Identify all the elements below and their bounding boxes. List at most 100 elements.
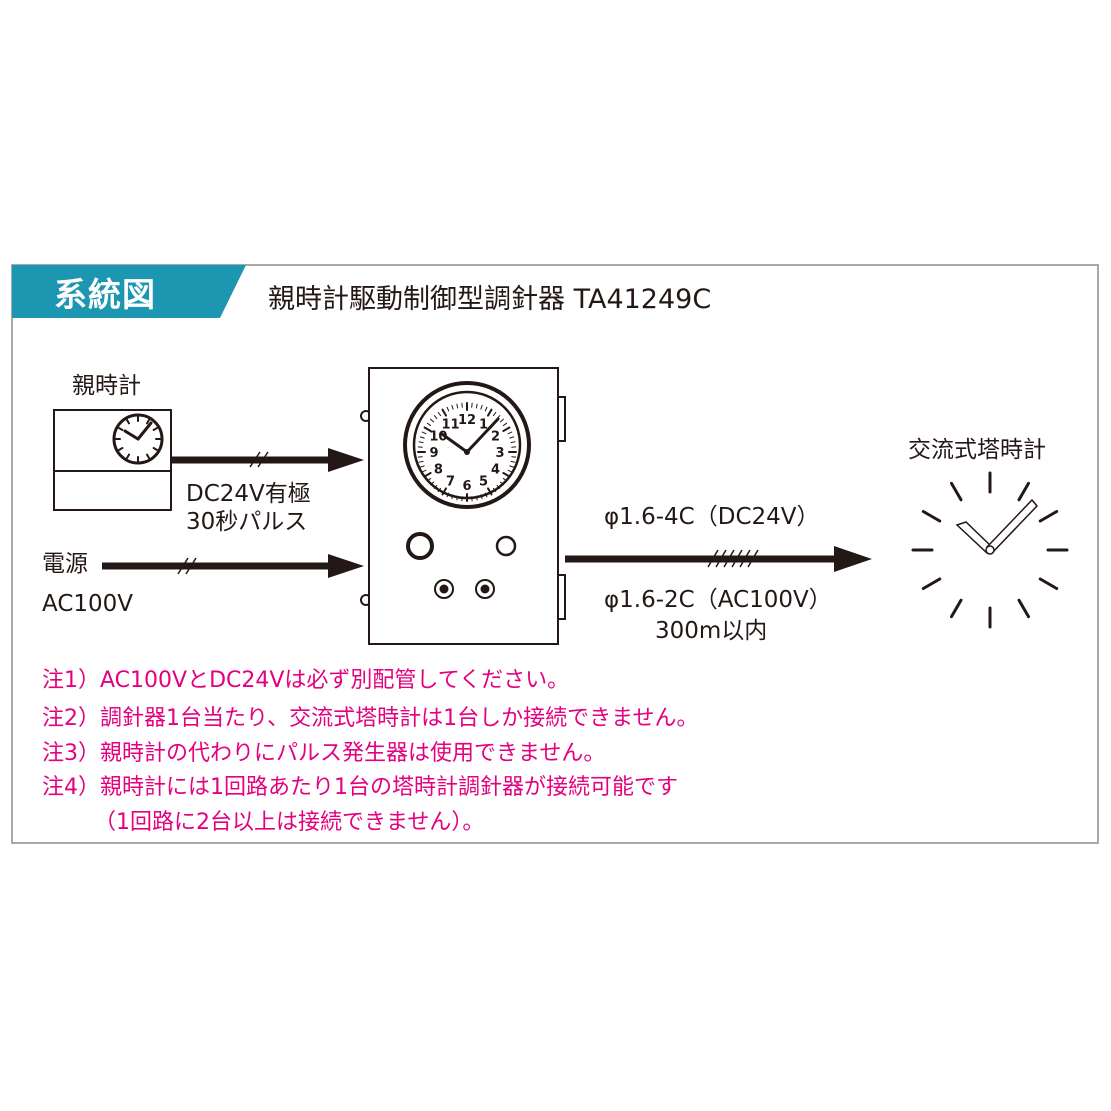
cabinet-clock-tick <box>423 426 432 432</box>
note-4: 注4）親時計には1回路あたり1台の塔時計調針器が接続可能です <box>42 775 678 800</box>
cabinet-clock-tick <box>423 472 432 478</box>
diagram-title: 親時計駆動制御型調針器 TA41249C <box>268 284 712 315</box>
tower-clock-label: 交流式塔時計 <box>908 437 1046 463</box>
cabinet-clock-tick <box>456 403 459 409</box>
header-tab <box>12 265 246 318</box>
cable-dc-label: φ1.6-4C（DC24V） <box>604 504 820 530</box>
cabinet-clock-tick <box>421 469 427 473</box>
cabinet-clock-number: 9 <box>429 446 438 461</box>
cabinet-clock-tick <box>484 406 488 412</box>
cabinet-clock-number: 2 <box>491 430 500 445</box>
cabinet-clock-tick <box>502 426 511 432</box>
cabinet-clock-tick <box>451 494 454 500</box>
note-4-continued: （1回路に2台以上は接続できません）。 <box>94 810 485 835</box>
cabinet-hinge-top <box>557 396 566 442</box>
master-clock-minute-hand <box>136 421 153 441</box>
cabinet-clock-tick <box>492 487 497 493</box>
cabinet-clock-tick <box>426 422 432 427</box>
note-1: 注1）AC100VとDC24Vは必ず別配管してください。 <box>42 668 570 693</box>
cabinet-clock-tick <box>480 494 483 500</box>
cabinet-knob-large <box>406 532 434 560</box>
tower-clock-tick <box>921 510 942 523</box>
cabinet-clock-tick <box>492 411 497 417</box>
cabinet-clock-tick <box>499 481 504 486</box>
master-clock-hour-hand <box>123 429 140 441</box>
tower-clock-tick <box>921 577 942 590</box>
tower-clock-tick <box>1038 510 1059 523</box>
cabinet-clock-tick <box>502 472 511 478</box>
cabinet-clock-number: 5 <box>479 475 488 490</box>
cabinet-clock-tick <box>510 441 516 444</box>
tower-clock-tick <box>1017 598 1030 619</box>
cabinet-clock-tick <box>496 484 501 489</box>
note-2: 注2）調針器1台当たり、交流式塔時計は1台しか接続できません。 <box>42 706 699 731</box>
cabinet-clock-tick <box>507 431 513 435</box>
master-clock-label: 親時計 <box>72 373 141 399</box>
cabinet-clock-tick <box>509 465 515 468</box>
cabinet-clock-tick <box>421 431 427 435</box>
cabinet-clock-tick <box>446 406 450 412</box>
cabinet-clock-tick <box>419 465 425 468</box>
power-label-line1: 電源 <box>42 551 88 577</box>
cabinet-clock-number: 12 <box>458 413 476 428</box>
master-clock-tick <box>152 447 159 451</box>
cabinet-clock-number: 11 <box>441 417 459 432</box>
cabinet-clock-number: 8 <box>434 463 443 478</box>
cabinet-clock-tick <box>451 404 454 410</box>
cabinet-clock-tick <box>418 441 424 444</box>
cabinet-clock-tick <box>502 422 508 427</box>
power-label-line2: AC100V <box>42 591 134 617</box>
cabinet-clock-number: 1 <box>479 417 488 432</box>
output-arrow <box>565 546 872 572</box>
cabinet-clock-tick <box>433 415 438 420</box>
pulse-spec-line1: DC24V有極 <box>186 481 311 507</box>
cabinet-clock-tick <box>509 436 515 439</box>
cabinet-clock-hour-hand <box>440 432 469 454</box>
cable-ac-label: φ1.6-2C（AC100V） <box>604 587 832 613</box>
cabinet-clock-number: 7 <box>446 475 455 490</box>
cabinet-clock-tick <box>419 436 425 439</box>
cabinet-clock-hub <box>464 449 470 455</box>
cabinet-clock-ticks <box>417 402 517 502</box>
cabinet-clock-tick <box>480 404 483 410</box>
master-clock-unit <box>53 409 172 511</box>
cabinet-clock-minute-hand <box>465 417 500 454</box>
master-clock-tick <box>146 453 150 460</box>
cable-length-label: 300m以内 <box>655 618 768 644</box>
cabinet-hinge-bottom <box>557 574 566 620</box>
cabinet-clock-tick <box>437 411 442 417</box>
diagram-frame <box>11 264 1099 844</box>
tower-clock <box>911 471 1069 629</box>
cabinet-clock-tick <box>510 460 516 463</box>
cabinet-clock-tick <box>487 408 493 417</box>
master-clock-tick <box>117 427 124 431</box>
cabinet-clock-tick <box>441 408 447 417</box>
cabinet-clock-tick <box>418 460 424 463</box>
master-clock-tick <box>146 418 150 425</box>
cabinet-clock-tick <box>441 487 447 496</box>
cabinet-clock-tick <box>430 418 435 423</box>
cabinet-clock-tick <box>437 487 442 493</box>
master-clock-ticks <box>115 416 161 462</box>
pulse-arrow <box>172 448 364 472</box>
tower-clock-tick <box>950 598 963 619</box>
cabinet-clock-number: 6 <box>462 479 471 494</box>
tower-clock-ticks <box>911 471 1069 629</box>
tower-clock-minute-hand <box>985 498 1039 555</box>
cabinet-clock-tick <box>456 495 459 501</box>
pulse-spec-line2: 30秒パルス <box>186 509 308 535</box>
cabinet-clock-tick <box>487 487 493 496</box>
power-arrow <box>102 554 364 578</box>
header-tab-label: 系統図 <box>54 275 156 314</box>
tower-clock-tick <box>1017 481 1030 502</box>
tower-clock-tick <box>950 481 963 502</box>
cabinet-knob-small <box>495 535 517 557</box>
master-clock-tick <box>117 447 124 451</box>
cabinet-clock-tick <box>475 403 478 409</box>
tower-clock-tick <box>1038 577 1059 590</box>
cabinet-clock-tick <box>446 492 450 498</box>
cabinet-clock-tick <box>430 481 435 486</box>
